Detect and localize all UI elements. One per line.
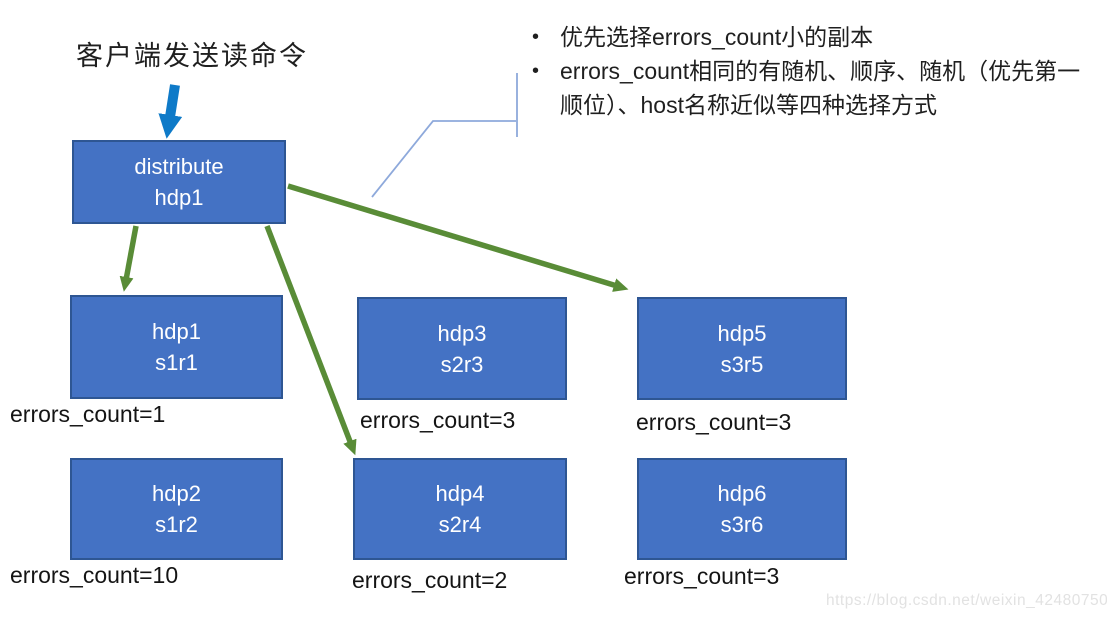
node-replica-label: s3r6 (720, 512, 764, 537)
node-host-label: hdp5 (717, 320, 767, 346)
errors-count-label-hdp5: errors_count=3 (636, 409, 792, 435)
note-item-selection-modes: errors_count相同的有随机、顺序、随机（优先第一顺位）、host名称近… (528, 54, 1090, 122)
distribute-node-label: distribute (134, 154, 224, 179)
node-hdp2: hdp2 s1r2 (70, 458, 283, 560)
distribute-node-host: hdp1 (154, 185, 204, 210)
node-host-label: hdp4 (435, 481, 485, 506)
node-replica-label: s2r3 (440, 351, 484, 377)
node-host-label: hdp3 (437, 320, 487, 346)
node-host-label: hdp2 (152, 481, 201, 506)
node-hdp6: hdp6 s3r6 (637, 458, 847, 560)
node-hdp3: hdp3 s2r3 (357, 297, 567, 400)
errors-count-label-hdp4: errors_count=2 (352, 567, 508, 593)
node-replica-label: s1r1 (155, 350, 198, 375)
notes-list: 优先选择errors_count小的副本 errors_count相同的有随机、… (528, 20, 1090, 122)
node-host-label: hdp1 (152, 319, 201, 344)
client-read-command-label: 客户端发送读命令 (76, 41, 308, 71)
errors-count-label-hdp3: errors_count=3 (360, 407, 516, 433)
node-replica-label: s2r4 (438, 512, 482, 537)
node-replica-label: s3r5 (720, 351, 764, 377)
node-hdp1: hdp1 s1r1 (70, 295, 283, 399)
errors-count-label-hdp6: errors_count=3 (624, 563, 780, 589)
distribute-node: distribute hdp1 (72, 140, 286, 224)
watermark: https://blog.csdn.net/weixin_42480750 (826, 592, 1107, 609)
blue-arrow-client-to-distribute (158, 84, 183, 139)
node-hdp4: hdp4 s2r4 (353, 458, 567, 560)
errors-count-label-hdp1: errors_count=1 (10, 401, 166, 427)
green-arrow-to-hdp1 (119, 225, 139, 292)
node-replica-label: s1r2 (155, 512, 198, 537)
errors-count-label-hdp2: errors_count=10 (10, 562, 179, 588)
node-hdp5: hdp5 s3r5 (637, 297, 847, 400)
callout-connector-line (371, 73, 518, 198)
note-item-priority: 优先选择errors_count小的副本 (528, 20, 1090, 54)
green-arrow-to-hdp5 (287, 183, 629, 292)
node-host-label: hdp6 (717, 481, 767, 506)
